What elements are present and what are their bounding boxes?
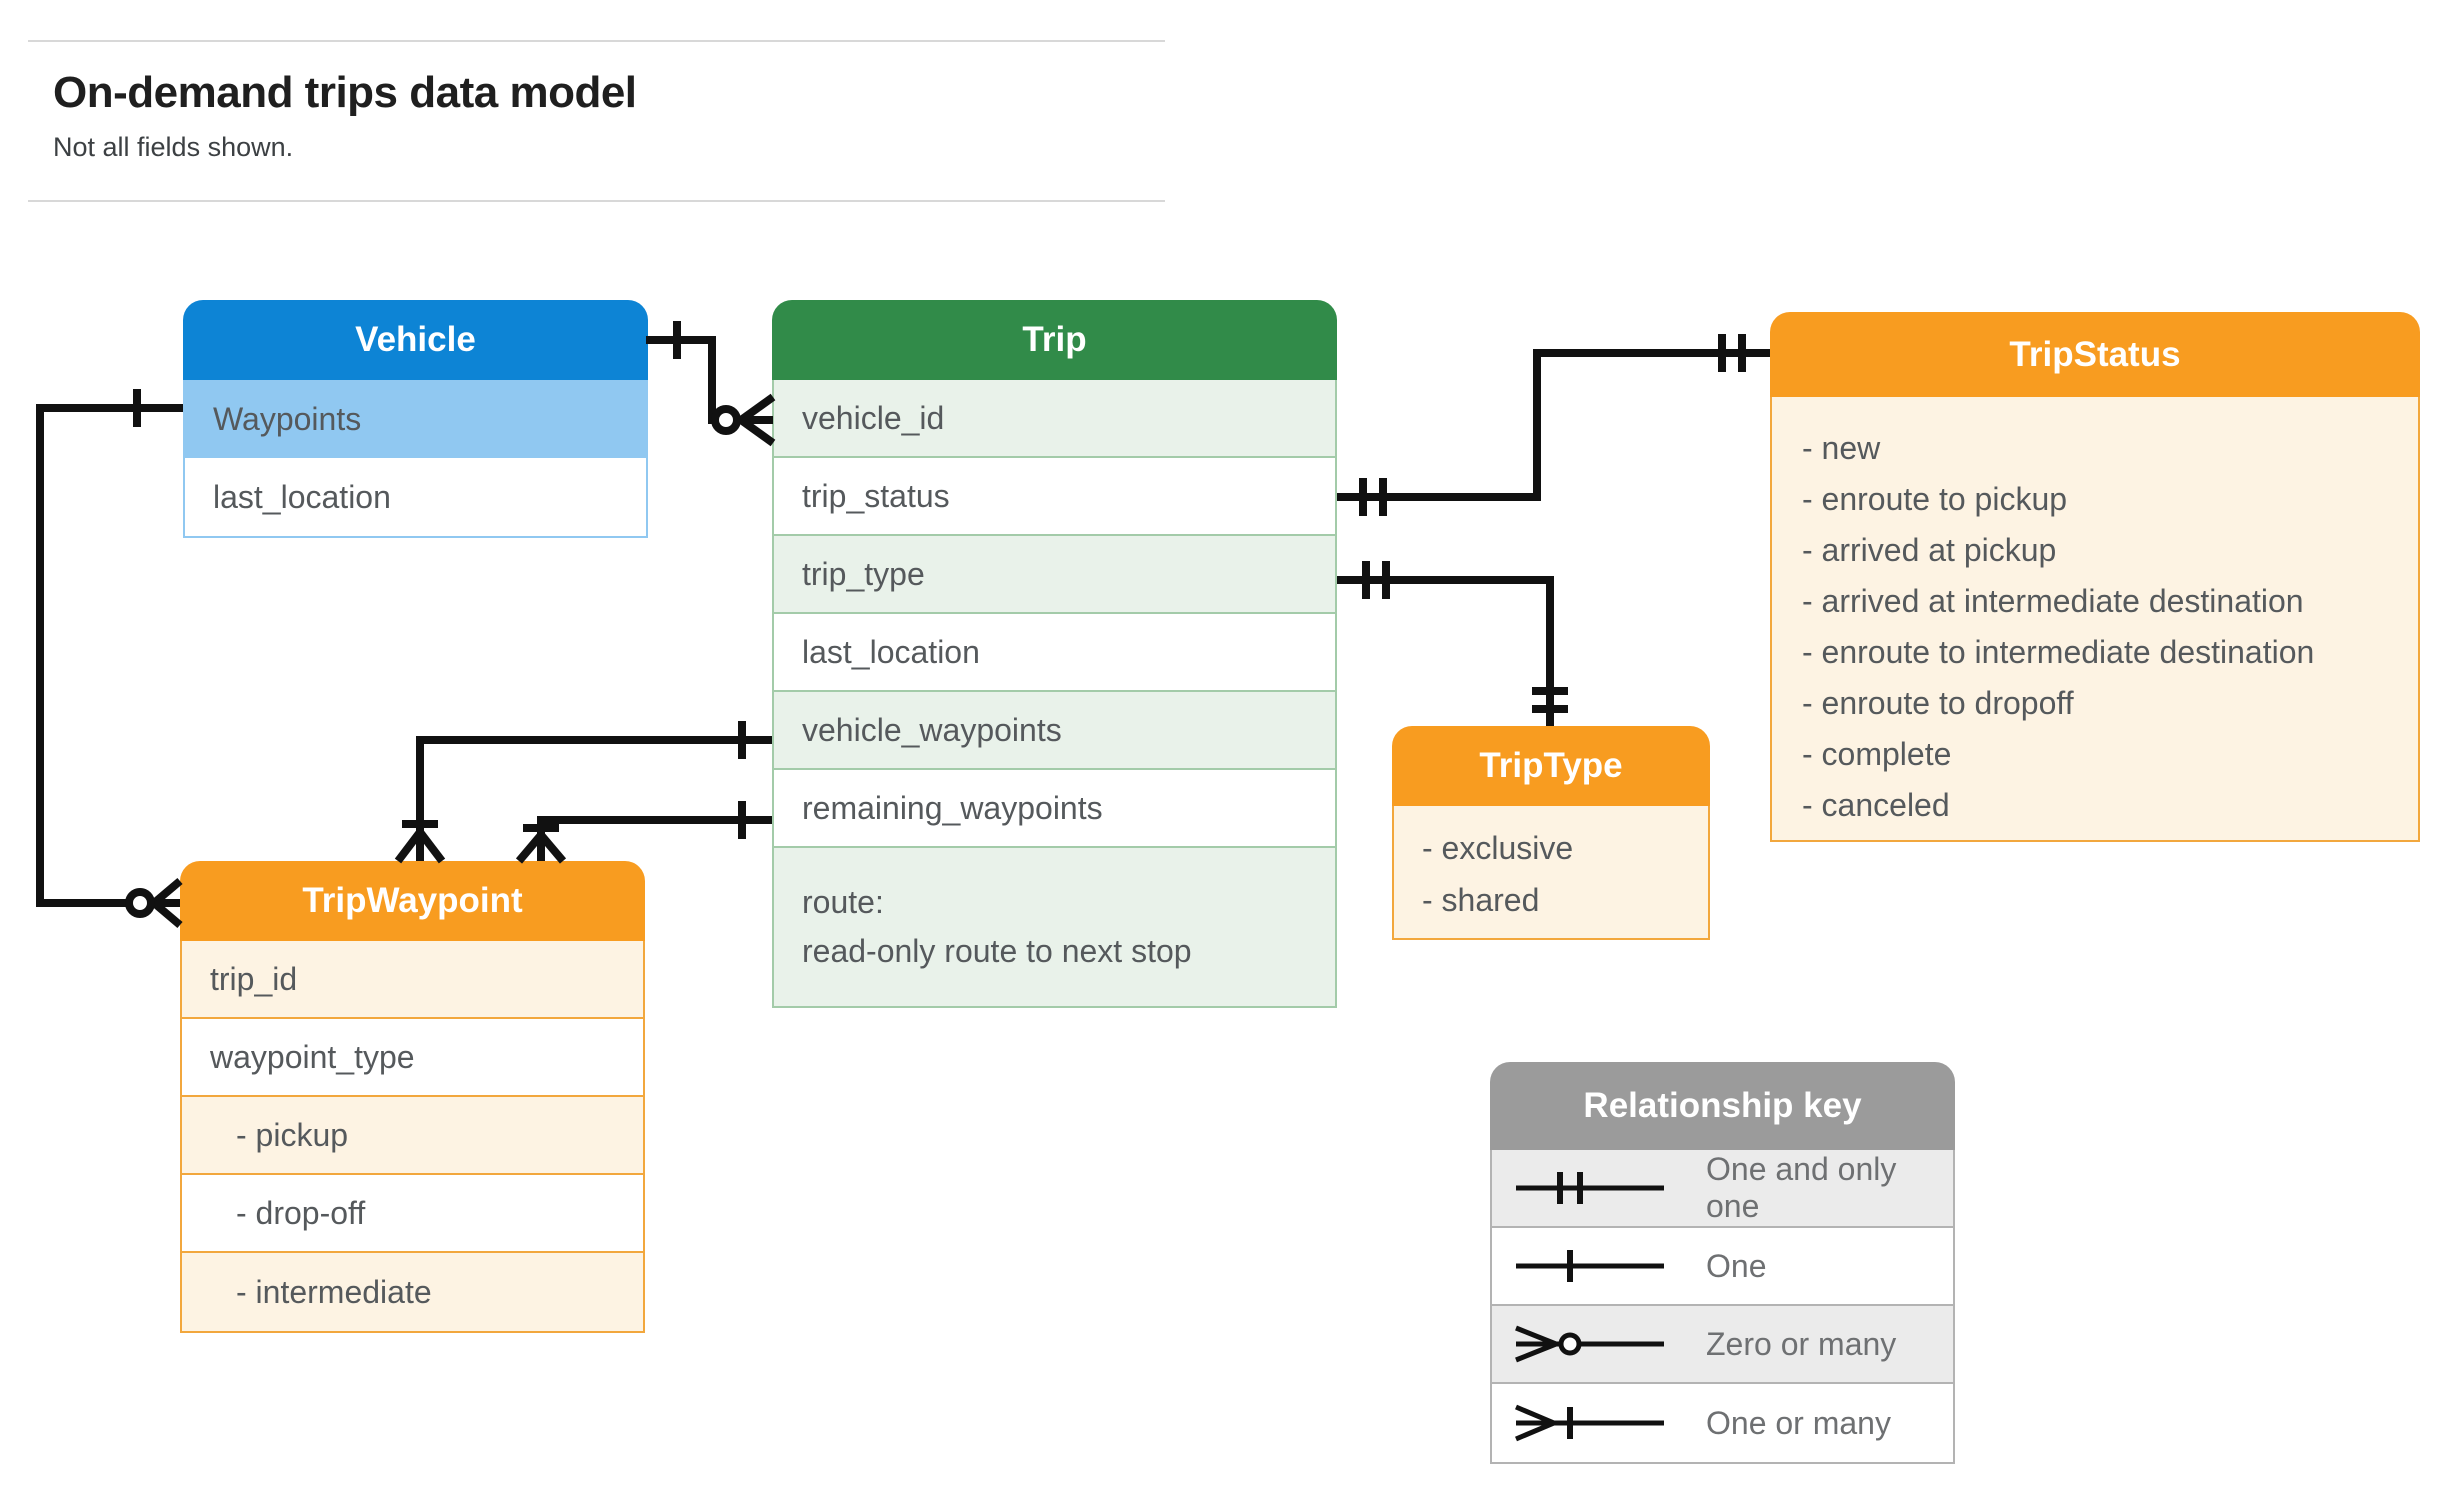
field-trip-vehicle-id: vehicle_id <box>774 380 1335 458</box>
field-trip-vehicle-waypoints: vehicle_waypoints <box>774 692 1335 770</box>
connector-vehicle-trip <box>646 321 776 447</box>
tripwaypoint-value-pickup: - pickup <box>182 1097 643 1175</box>
one-icon <box>1516 1250 1664 1282</box>
field-tripwaypoint-waypoint-type: waypoint_type <box>182 1019 643 1097</box>
connector-vehicle-tripwaypoint <box>36 389 183 929</box>
entity-tripstatus-title: TripStatus <box>1770 312 2420 397</box>
one-or-many-icon <box>1515 1404 1664 1442</box>
legend-label: Zero or many <box>1706 1325 1897 1362</box>
connector-trip-triptype <box>1337 561 1568 726</box>
one-and-only-one-icon <box>1516 1172 1664 1204</box>
connector-trip-tripwaypoint-vehicle-waypoints <box>394 721 772 864</box>
field-trip-route: route: read-only route to next stop <box>774 848 1335 1006</box>
crow-foot <box>394 829 424 864</box>
title-divider <box>28 200 1165 202</box>
page-title: On-demand trips data model <box>53 68 637 117</box>
triptype-values: - exclusive - shared <box>1394 806 1708 938</box>
crow-foot <box>515 832 545 864</box>
tripstatus-value: - arrived at intermediate destination <box>1802 583 2304 619</box>
crow-foot <box>738 416 776 447</box>
field-vehicle-waypoints: Waypoints <box>185 380 646 458</box>
entity-tripwaypoint: TripWaypoint trip_id waypoint_type - pic… <box>180 861 645 1333</box>
field-trip-status: trip_status <box>774 458 1335 536</box>
entity-tripwaypoint-title: TripWaypoint <box>180 861 645 941</box>
tripstatus-value: - complete <box>1802 736 1952 772</box>
legend-row-one-and-only-one: One and only one <box>1492 1150 1953 1228</box>
tripstatus-value: - arrived at pickup <box>1802 532 2057 568</box>
field-trip-last-location: last_location <box>774 614 1335 692</box>
route-label: route: <box>802 884 884 920</box>
field-tripwaypoint-trip-id: trip_id <box>182 941 643 1019</box>
zero-circle <box>125 888 155 918</box>
tripstatus-value: - enroute to dropoff <box>1802 685 2074 721</box>
tripstatus-value: - new <box>1802 430 1881 466</box>
legend-row-one: One <box>1492 1228 1953 1306</box>
zero-circle <box>711 405 741 435</box>
zero-or-many-icon <box>1515 1325 1664 1363</box>
crow-foot <box>537 832 567 864</box>
entity-vehicle-title: Vehicle <box>183 300 648 380</box>
connector-trip-tripstatus <box>1337 334 1770 516</box>
legend-label: One and only one <box>1706 1151 1897 1224</box>
crow-foot <box>151 877 183 907</box>
tripstatus-value: - enroute to intermediate destination <box>1802 634 2315 670</box>
tripstatus-value: - canceled <box>1802 787 1950 823</box>
tripwaypoint-value-dropoff: - drop-off <box>182 1175 643 1253</box>
entity-triptype-title: TripType <box>1392 726 1710 806</box>
triptype-value: - shared <box>1422 882 1540 918</box>
entity-vehicle: Vehicle Waypoints last_location <box>183 300 648 538</box>
tripstatus-value: - enroute to pickup <box>1802 481 2068 517</box>
field-trip-type: trip_type <box>774 536 1335 614</box>
connector-trip-tripwaypoint-remaining-waypoints <box>515 801 772 864</box>
relationship-key-title: Relationship key <box>1490 1062 1955 1150</box>
legend-row-one-or-many: One or many <box>1492 1384 1953 1462</box>
entity-triptype: TripType - exclusive - shared <box>1392 726 1710 940</box>
field-trip-remaining-waypoints: remaining_waypoints <box>774 770 1335 848</box>
tripstatus-values: - new - enroute to pickup - arrived at p… <box>1772 397 2418 840</box>
triptype-value: - exclusive <box>1422 830 1574 866</box>
legend-label: One or many <box>1706 1404 1891 1441</box>
crow-foot <box>738 393 776 424</box>
legend-row-zero-or-many: Zero or many <box>1492 1306 1953 1384</box>
route-description: read-only route to next stop <box>802 933 1192 969</box>
crow-foot <box>416 829 446 864</box>
entity-tripstatus: TripStatus - new - enroute to pickup - a… <box>1770 312 2420 842</box>
top-divider <box>28 40 1165 42</box>
entity-trip: Trip vehicle_id trip_status trip_type la… <box>772 300 1337 1008</box>
tripwaypoint-value-intermediate: - intermediate <box>182 1253 643 1331</box>
crow-foot <box>151 899 183 929</box>
page-subtitle: Not all fields shown. <box>53 132 294 162</box>
relationship-key: Relationship key One and only one One <box>1490 1062 1955 1464</box>
entity-trip-title: Trip <box>772 300 1337 380</box>
legend-label: One <box>1706 1247 1767 1284</box>
field-vehicle-last-location: last_location <box>213 478 391 515</box>
